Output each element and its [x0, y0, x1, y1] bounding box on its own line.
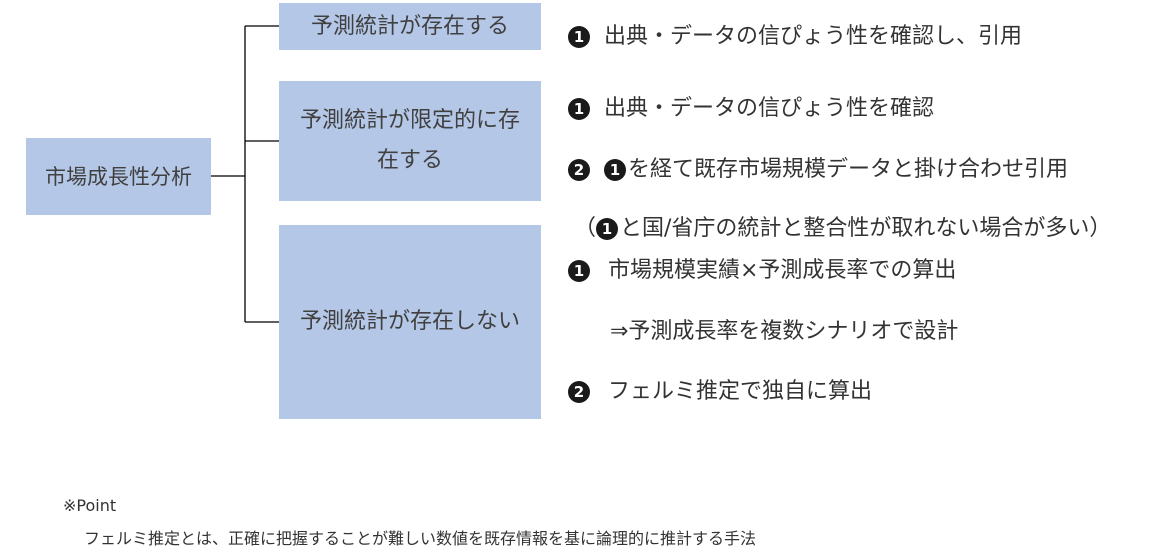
note-item: 1 出典・データの信ぴょう性を確認し、引用 [568, 22, 1022, 52]
note-text: 市場規模実績×予測成長率での算出 [608, 258, 957, 283]
note-item: 2 1 を経て既存市場規模データと掛け合わせ引用 [568, 155, 1068, 185]
number-badge: 1 [604, 159, 626, 181]
number-badge: 1 [568, 260, 590, 282]
note-text: 出典・データの信ぴょう性を確認 [604, 96, 935, 121]
branch-node-exists: 予測統計が存在する [279, 3, 541, 50]
note-text: フェルミ推定で独自に算出 [608, 379, 873, 404]
number-badge: 1 [568, 26, 590, 48]
footer-body: フェルミ推定とは、正確に把握することが難しい数値を既存情報を基に論理的に推計する… [84, 529, 757, 548]
branch-label: 予測統計が限定的に存在する [299, 108, 520, 173]
note-item: 1 市場規模実績×予測成長率での算出 [568, 256, 956, 286]
number-badge: 2 [568, 159, 590, 181]
number-badge: 1 [596, 218, 619, 240]
open-paren: （ [574, 216, 597, 241]
note-text: ⇒予測成長率を複数シナリオで設計 [610, 319, 959, 344]
note-item: 2 フェルミ推定で独自に算出 [568, 377, 872, 407]
number-badge: 2 [568, 381, 590, 403]
note-remark: （ 1 と国/省庁の統計と整合性が取れない場合が多い） [574, 214, 1111, 244]
note-text: と国/省庁の統計と整合性が取れない場合が多い） [620, 216, 1112, 241]
branch-label: 予測統計が存在しない [299, 309, 520, 334]
note-sub-item: ⇒予測成長率を複数シナリオで設計 [610, 317, 958, 347]
branch-label: 予測統計が存在する [310, 13, 509, 39]
footer-title: ※Point [63, 496, 117, 515]
note-item: 1 出典・データの信ぴょう性を確認 [568, 94, 934, 124]
root-node: 市場成長性分析 [26, 138, 211, 215]
branch-node-limited: 予測統計が限定的に存在する [279, 81, 541, 201]
branch-node-none: 予測統計が存在しない [279, 225, 541, 419]
number-badge: 1 [568, 98, 590, 120]
note-text: 出典・データの信ぴょう性を確認し、引用 [604, 24, 1023, 49]
note-text: を経て既存市場規模データと掛け合わせ引用 [628, 157, 1069, 182]
root-label: 市場成長性分析 [45, 164, 192, 189]
